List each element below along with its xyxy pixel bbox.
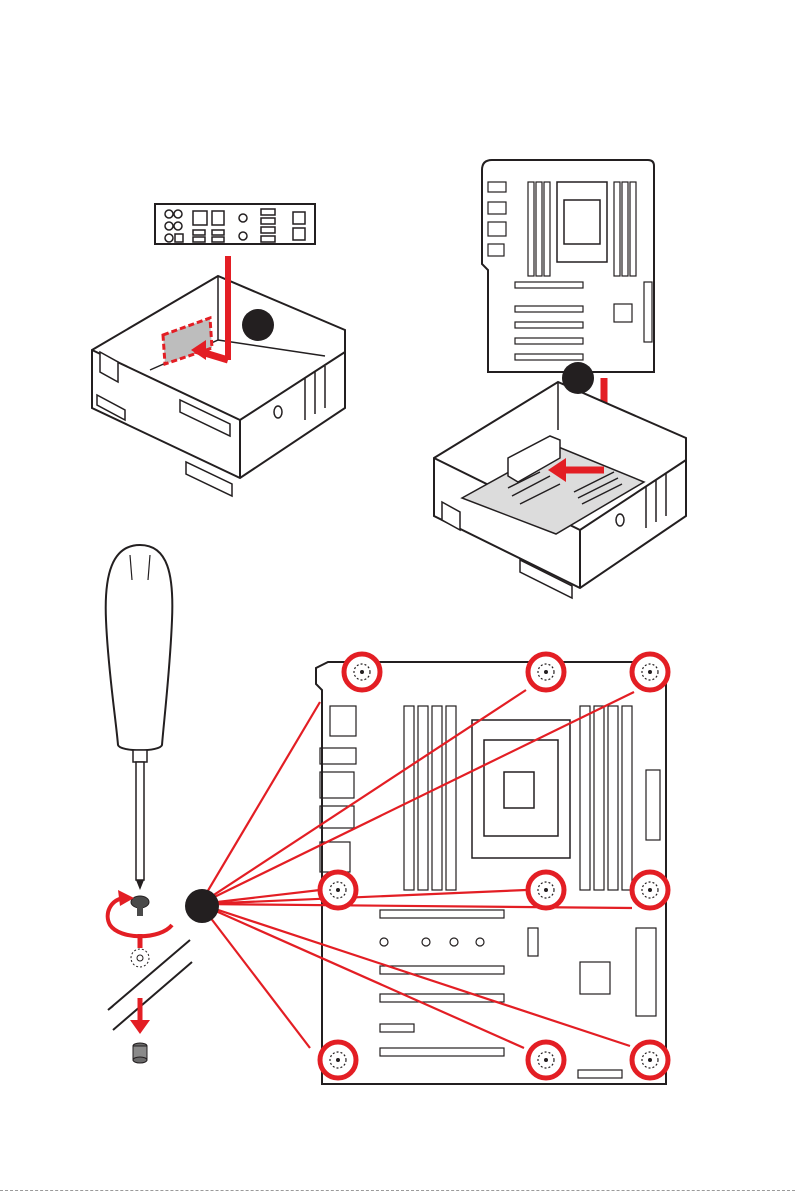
step-marker-1 — [242, 309, 274, 341]
step-io-shield — [92, 204, 345, 496]
io-shield-icon — [155, 204, 315, 244]
page-cut-line — [0, 1190, 795, 1191]
mounting-hole — [528, 654, 564, 690]
screwdriver-icon — [106, 545, 173, 890]
standoff-icon — [133, 1043, 147, 1063]
mounting-hole — [528, 1042, 564, 1078]
mounting-hole — [632, 872, 668, 908]
screw-icon — [131, 896, 149, 916]
step-marker-3 — [185, 889, 219, 923]
mounting-hole-detail — [108, 940, 192, 1030]
mounting-hole — [528, 872, 564, 908]
pc-case-2 — [434, 382, 686, 598]
motherboard-large — [316, 662, 666, 1084]
motherboard-icon — [482, 160, 654, 372]
step-marker-2 — [562, 362, 594, 394]
step-motherboard-place — [434, 160, 686, 598]
mounting-hole — [632, 654, 668, 690]
pc-case-1 — [92, 256, 345, 496]
mounting-hole — [344, 654, 380, 690]
mounting-hole — [320, 872, 356, 908]
step-screw-fasten — [106, 545, 668, 1084]
mounting-hole — [632, 1042, 668, 1078]
down-arrow-icon — [130, 998, 150, 1034]
mounting-hole — [320, 1042, 356, 1078]
